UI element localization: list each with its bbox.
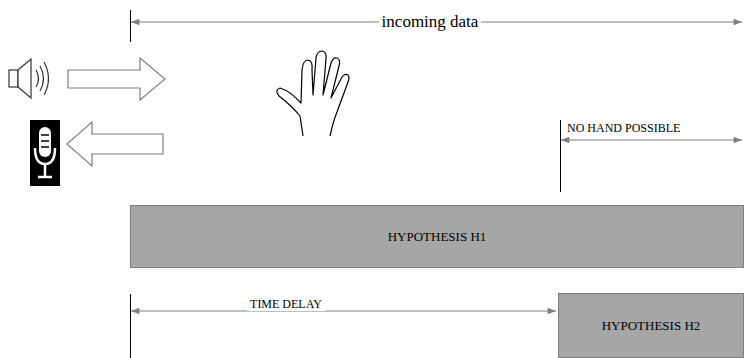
- delay-label: TIME DELAY: [247, 298, 325, 311]
- dimension-arrow: [561, 139, 742, 140]
- axis-label: incoming data: [379, 13, 482, 32]
- microphone-icon: [30, 120, 60, 186]
- hand-drawing: [277, 51, 349, 136]
- hollow-arrow: [67, 122, 163, 166]
- speaker-icon: [9, 59, 49, 98]
- hypothesis-band: HYPOTHESIS H1: [130, 205, 744, 268]
- dimension-arrow: [131, 310, 556, 311]
- tick-line: [130, 294, 131, 358]
- tick-line: [130, 10, 131, 42]
- hollow-arrow: [68, 58, 165, 100]
- hypothesis-band: HYPOTHESIS H2: [558, 293, 744, 358]
- node-label: HYPOTHESIS H1: [388, 229, 487, 245]
- region-label: NO HAND POSSIBLE: [564, 122, 683, 135]
- node-label: HYPOTHESIS H2: [602, 318, 701, 334]
- tick-line: [560, 120, 561, 192]
